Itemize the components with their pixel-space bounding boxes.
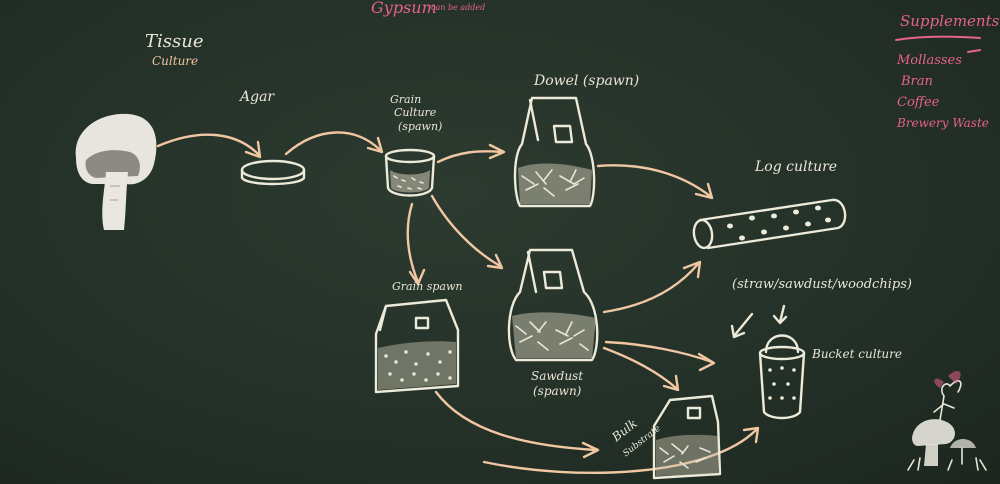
grain-spawn-label: Grain spawn bbox=[392, 280, 463, 293]
supplement-item: Brewery Waste bbox=[897, 116, 989, 130]
log-icon bbox=[692, 198, 847, 250]
supplement-item: Coffee bbox=[897, 95, 940, 110]
substrates-label: (straw/sawdust/woodchips) bbox=[732, 277, 912, 292]
arrow-dowel-to-log bbox=[596, 164, 714, 200]
arrow-grainspawn-to-bulk bbox=[434, 390, 600, 459]
arrow-bottom-to-bucket bbox=[482, 426, 760, 475]
bag-icon bbox=[374, 298, 460, 394]
gypsum-note: can be added bbox=[431, 3, 486, 12]
dowel-label: Dowel (spawn) bbox=[534, 73, 640, 89]
arrow-grain-to-dowel bbox=[436, 143, 506, 164]
arrow-sawdust-to-bulk bbox=[602, 346, 680, 392]
supplements-underline bbox=[895, 35, 981, 41]
supplements-dash bbox=[967, 49, 981, 53]
arrows bbox=[156, 131, 788, 475]
log-culture-label: Log culture bbox=[755, 159, 838, 175]
arrow-substrate-left bbox=[730, 312, 754, 339]
petri-dish-icon bbox=[240, 159, 306, 186]
bucket-culture-label: Bucket culture bbox=[812, 347, 902, 361]
agar-label: Agar bbox=[240, 89, 275, 105]
sawdust-label: Sawdust bbox=[531, 369, 584, 383]
supplement-item: Bran bbox=[901, 74, 933, 89]
grain-culture-label-1: Grain bbox=[390, 93, 422, 106]
gypsum-label: Gypsum bbox=[371, 0, 437, 17]
tissue-label: Tissue bbox=[145, 31, 204, 52]
sawdust-spawn-label: (spawn) bbox=[533, 384, 582, 398]
bag-icon bbox=[652, 394, 722, 480]
bag-icon bbox=[513, 96, 596, 208]
arrow-sawdust-to-log bbox=[602, 260, 702, 314]
grain-culture-label-2: Culture bbox=[394, 106, 437, 119]
jar-icon bbox=[384, 148, 436, 197]
mushroom-icon bbox=[75, 113, 157, 230]
arrow-tissue-to-agar bbox=[156, 133, 262, 159]
supplement-item: Mollasses bbox=[897, 53, 962, 68]
supplements-list: Mollasses Bran Coffee Brewery Waste bbox=[897, 50, 989, 134]
grain-culture-label-3: (spawn) bbox=[398, 120, 443, 133]
fairy-mushroom-icon bbox=[907, 370, 987, 471]
arrow-agar-to-grain bbox=[284, 131, 384, 156]
tissue-culture-label: Culture bbox=[152, 54, 199, 68]
arrow-substrate-right bbox=[772, 304, 788, 325]
arrow-grain-to-sawdust bbox=[430, 194, 504, 270]
arrow-sawdust-to-bucket bbox=[604, 340, 716, 372]
arrow-grain-to-grainspawn bbox=[406, 202, 426, 286]
bag-icon bbox=[507, 248, 599, 362]
supplements-title: Supplements bbox=[900, 12, 1000, 30]
bucket-icon bbox=[758, 334, 806, 420]
